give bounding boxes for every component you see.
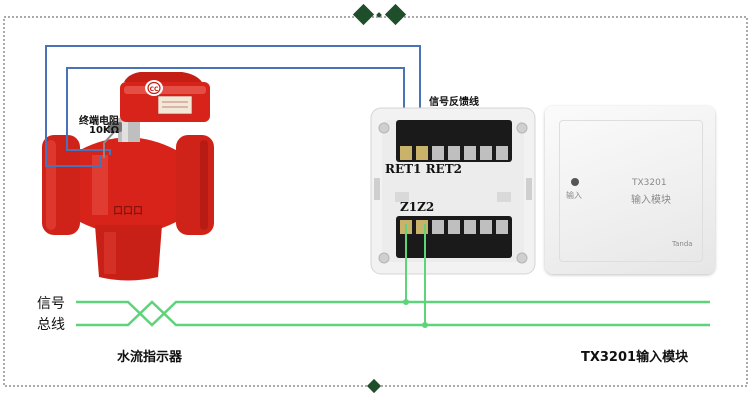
resistor-title: 终端电阻 <box>79 116 119 127</box>
bus-line-label: 总线 <box>37 317 65 333</box>
svg-text:口口口: 口口口 <box>113 206 143 217</box>
bus-signal-label: 信号 <box>37 296 65 312</box>
module-name-text: 输入模块 <box>631 195 671 206</box>
input-led-icon <box>571 178 579 186</box>
bus-wire-line <box>76 300 710 327</box>
z2-junction <box>422 322 428 328</box>
module-model-text: TX3201 <box>632 178 667 188</box>
indicator-lead-wires <box>103 129 117 158</box>
input-module-card: 输入 TX3201 输入模块 Tanda <box>545 106 715 274</box>
bottom-diamond-ornament <box>366 378 382 394</box>
feedback-wire-inner <box>66 67 405 155</box>
module-led-label: 输入 <box>566 191 582 200</box>
module-brand-logo: Tanda <box>672 240 693 248</box>
z1-junction <box>403 299 409 305</box>
ret-terminal-label: RET1 RET2 <box>385 162 462 176</box>
water-flow-indicator-caption: 水流指示器 <box>117 350 183 365</box>
resistor-value: 10KΩ <box>89 125 120 136</box>
bus-wire-signal <box>76 300 710 327</box>
input-module-face <box>559 120 703 262</box>
top-diamond-ornament <box>352 3 407 26</box>
terminal-base <box>370 107 536 275</box>
svg-text:CC: CC <box>150 86 159 93</box>
z-terminal-label: Z1Z2 <box>400 200 435 214</box>
feedback-wire-outer <box>45 45 421 167</box>
feedback-line-label: 信号反馈线 <box>429 97 479 108</box>
water-flow-indicator: 口口口 CC <box>42 72 214 281</box>
input-module-caption: TX3201输入模块 <box>581 350 689 365</box>
